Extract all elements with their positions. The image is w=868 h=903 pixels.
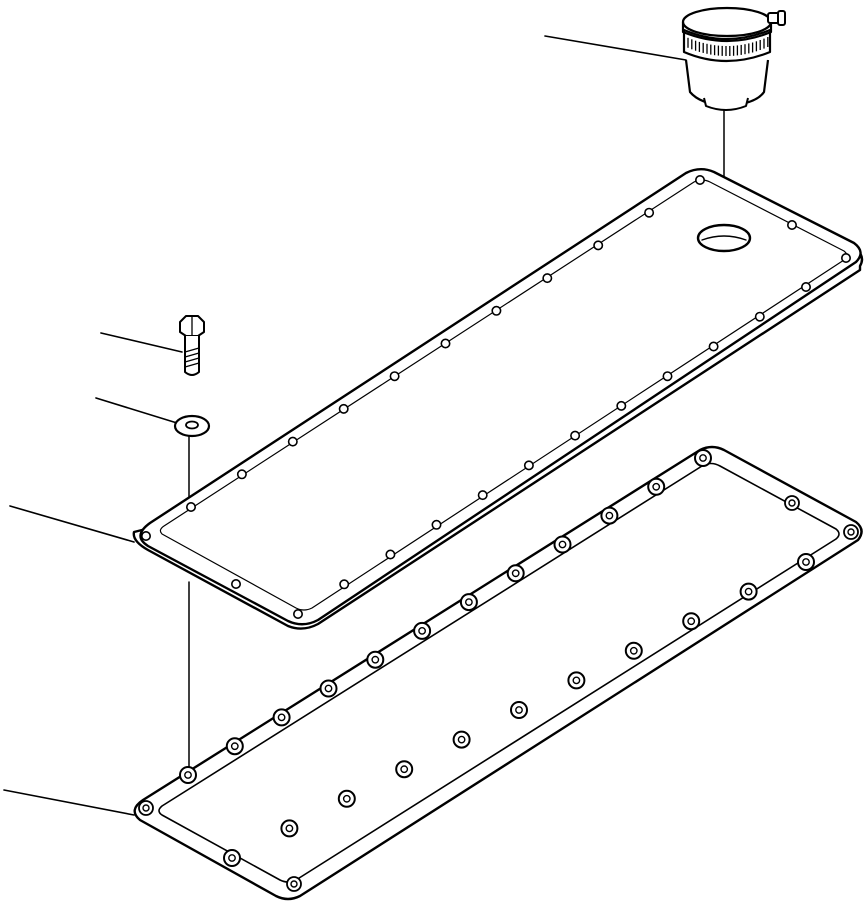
gasket-lug-hole xyxy=(142,804,150,812)
cover-bolt-holes xyxy=(141,175,851,619)
gasket-lug-hole xyxy=(371,655,380,664)
gasket-lug-hole xyxy=(290,880,298,888)
callout-line-washer xyxy=(95,397,178,424)
gasket-outline-inner xyxy=(158,462,840,883)
gasket-lug-hole xyxy=(629,646,638,655)
gasket-lug-hole xyxy=(699,454,707,462)
gasket-lug-hole xyxy=(788,499,796,507)
cover-hole xyxy=(338,403,349,414)
gasket-lug-hole xyxy=(572,676,581,685)
cover-hole xyxy=(593,240,604,251)
cover-hole xyxy=(440,338,451,349)
bolt-thread xyxy=(184,347,200,368)
gasket-lug-hole xyxy=(418,627,426,635)
gasket-outline-outer xyxy=(133,445,863,901)
cover-hole xyxy=(292,608,303,619)
breather-knurl-marks xyxy=(687,37,769,56)
gasket-lug-hole xyxy=(687,617,696,626)
cover-hole xyxy=(186,501,197,512)
cover-hole xyxy=(339,579,350,590)
gasket-lug-hole xyxy=(324,684,333,693)
cover-plate-top-face xyxy=(139,168,862,626)
gasket-lug-hole xyxy=(285,824,294,833)
cover-hole xyxy=(389,371,400,382)
cover-hole xyxy=(570,430,581,441)
cover-hole xyxy=(287,436,298,447)
gasket-lug-hole xyxy=(652,482,661,491)
gasket-lug-hole xyxy=(184,771,192,779)
gasket-lug-hole xyxy=(342,794,351,803)
washer xyxy=(173,414,211,438)
cover-hole xyxy=(523,460,534,471)
gasket-lug-hole xyxy=(400,765,409,774)
cover-hole xyxy=(431,519,442,530)
cover-hole xyxy=(708,341,719,352)
gasket-lug-hole xyxy=(511,569,520,578)
gasket xyxy=(133,445,863,901)
cover-hole xyxy=(644,207,655,218)
cover-hole xyxy=(385,549,396,560)
gasket-lug-hole xyxy=(228,854,236,862)
breather-opening xyxy=(696,223,752,253)
cover-hole xyxy=(236,469,247,480)
cover-hole xyxy=(491,305,502,316)
breather-top xyxy=(681,6,773,38)
gasket-lug-hole xyxy=(802,558,810,566)
cover-hole xyxy=(542,273,553,284)
cover-hole xyxy=(800,281,811,292)
cover-hole xyxy=(840,253,851,264)
callout-line-gasket xyxy=(3,789,135,816)
gasket-lug-hole xyxy=(457,735,466,744)
cover-hole xyxy=(786,220,797,231)
cover-hole xyxy=(477,490,488,501)
cover-hole xyxy=(754,311,765,322)
callout-line-cover xyxy=(9,505,135,543)
gasket-lug-hole xyxy=(744,587,753,596)
gasket-lug-hole xyxy=(605,511,614,520)
callout-line-bolt xyxy=(100,332,183,353)
gasket-bolt-lugs xyxy=(138,449,859,892)
cover-hole xyxy=(662,371,673,382)
callout-lines xyxy=(3,35,687,816)
cover-hole xyxy=(141,530,152,541)
breather-neck xyxy=(703,97,749,111)
cover-hole xyxy=(694,175,705,186)
bolt xyxy=(179,315,205,376)
cover-hole xyxy=(231,578,242,589)
gasket-lug-hole xyxy=(847,528,855,536)
cover-hole xyxy=(616,400,627,411)
breather-opening-rim xyxy=(701,235,747,241)
callout-line-breather xyxy=(544,35,687,61)
breather-side-nipple xyxy=(767,10,786,26)
gasket-lug-hole xyxy=(464,598,473,606)
gasket-lug-hole xyxy=(230,742,239,751)
cover-plate xyxy=(132,168,864,630)
breather-cap xyxy=(681,6,786,111)
gasket-lug-hole xyxy=(515,706,523,714)
washer-hole xyxy=(185,420,199,430)
breather-top-rim xyxy=(681,20,773,43)
gasket-lug-hole xyxy=(558,540,567,549)
gasket-lug-hole xyxy=(277,713,286,722)
